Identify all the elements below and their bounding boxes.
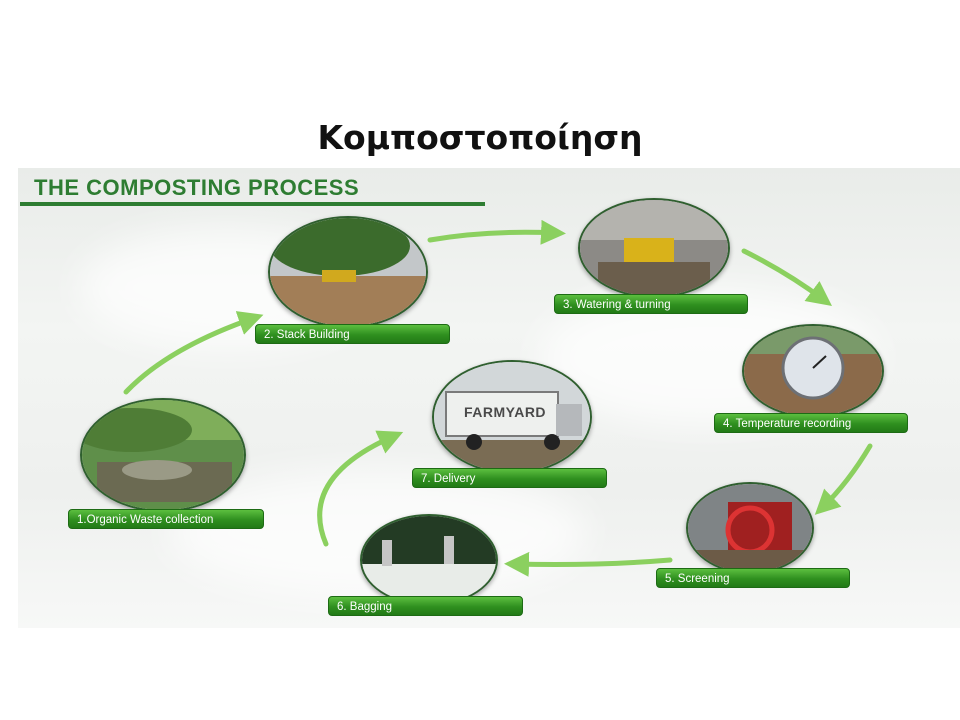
step-5-label: 5. Screening [656,568,850,588]
arrow-6-to-7 [317,430,404,547]
arrow-3-to-4 [741,248,833,306]
process-arrows [123,219,873,577]
truck-brand-text: FARMYARD [464,404,547,420]
arrow-4-to-5 [814,443,873,515]
step-1-label: 1.Organic Waste collection [68,509,264,529]
step-4-label: 4. Temperature recording [714,413,908,433]
composting-process-figure: THE COMPOSTING PROCESS 1.Organic Waste c… [18,168,960,628]
step-2-photo-stack-building [268,216,428,328]
step-6-photo-bagging [360,514,498,606]
arrow-1-to-2 [123,311,264,395]
step-3-photo-watering-turning [578,198,730,298]
slide-title: Κομποστοποίηση [317,118,643,157]
arrow-2-to-3 [427,219,566,245]
step-6-label: 6. Bagging [328,596,523,616]
step-7-photo-delivery: FARMYARD [432,360,592,474]
arrow-5-to-6 [504,551,673,577]
step-3-label: 3. Watering & turning [554,294,748,314]
step-2-label: 2. Stack Building [255,324,450,344]
step-7-label: 7. Delivery [412,468,607,488]
step-4-photo-temperature [742,324,884,418]
heading-underline [20,202,485,206]
step-5-photo-screening [686,482,814,574]
step-1-photo-organic-waste [80,398,246,512]
process-heading: THE COMPOSTING PROCESS [34,175,360,200]
